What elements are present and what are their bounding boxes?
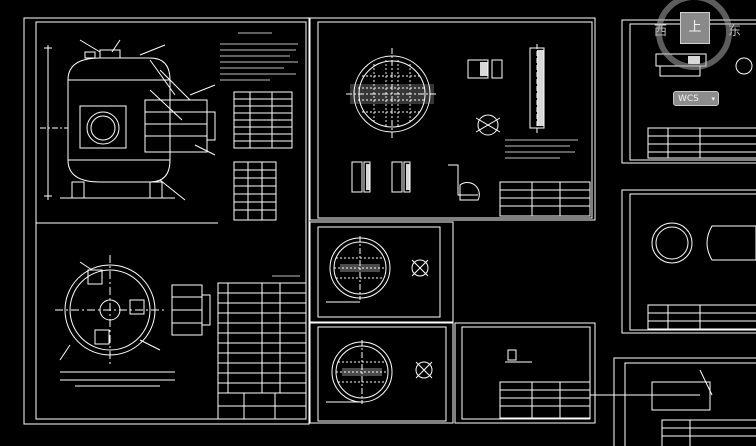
sheet-part-detail <box>454 322 700 424</box>
chevron-down-icon: ▾ <box>711 95 715 103</box>
sheet-main-assembly <box>23 17 310 425</box>
sheet-baffle-b <box>309 322 454 424</box>
wcs-dropdown[interactable]: WCS ▾ <box>673 91 719 106</box>
sheet-baffle-a <box>309 221 454 323</box>
viewcube-west-label[interactable]: 西 <box>654 24 668 39</box>
sheet-tubesheet-detail <box>309 17 596 221</box>
viewcube-compass-ring[interactable] <box>656 0 732 70</box>
technical-requirements <box>220 32 298 81</box>
sheet-right-middle <box>621 189 756 334</box>
sheet-right-bottom <box>613 357 756 446</box>
design-data-table <box>233 91 293 149</box>
parts-list-table <box>217 275 307 420</box>
hatch-fills <box>340 50 700 376</box>
vessel-plan-view <box>55 255 211 387</box>
wcs-label: WCS <box>678 94 699 104</box>
viewcube-east-label[interactable]: 东 <box>728 24 742 39</box>
nozzle-table <box>233 161 277 221</box>
viewcube-top-face[interactable]: 上 <box>680 12 710 44</box>
vessel-elevation-view <box>40 39 216 201</box>
viewcube[interactable]: 西 上 东 <box>654 0 754 80</box>
